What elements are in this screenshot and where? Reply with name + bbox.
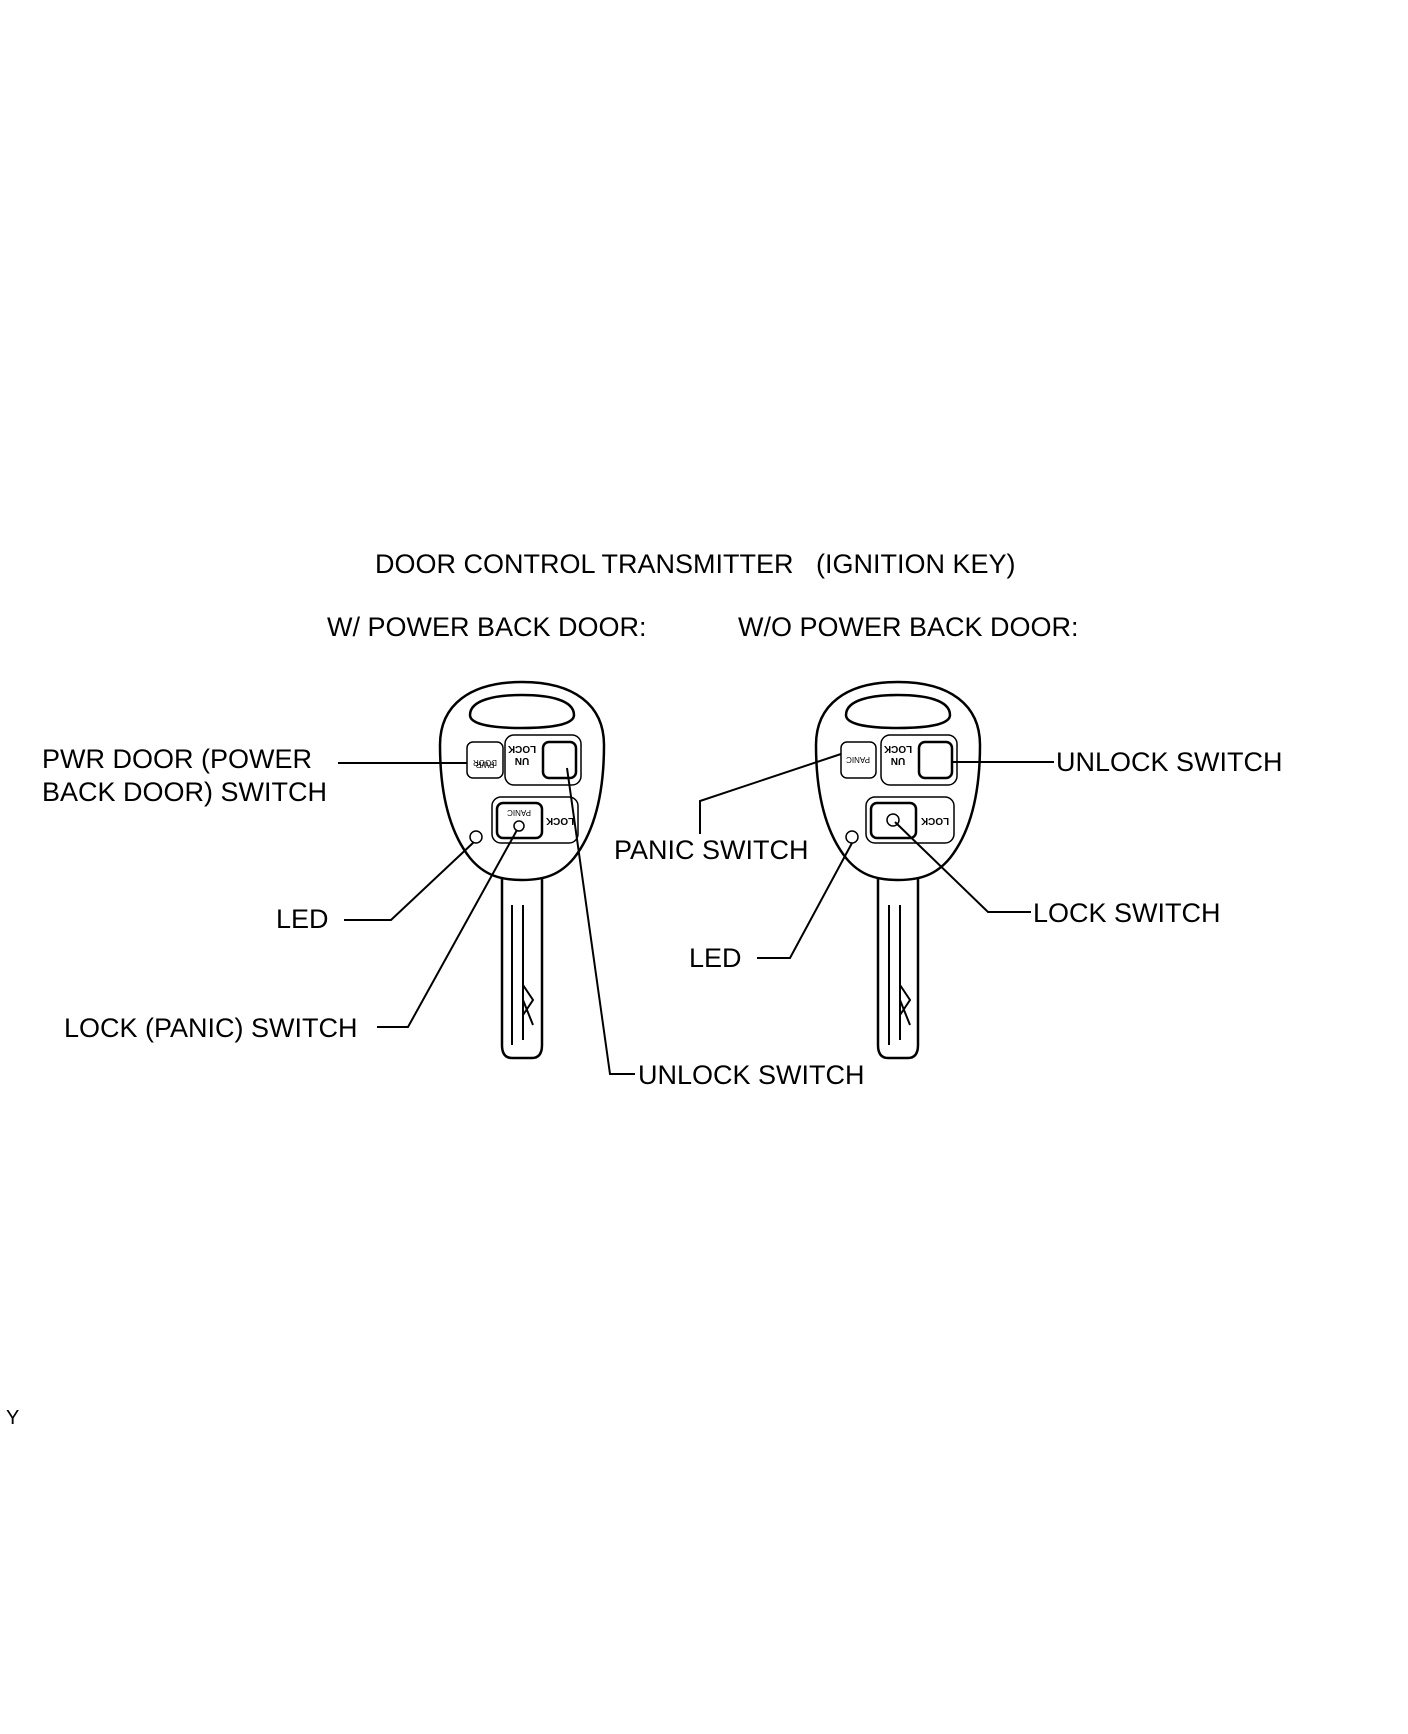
svg-text:LOCK: LOCK xyxy=(883,743,912,754)
label-lock-right: LOCK SWITCH xyxy=(1033,898,1221,928)
lock-panic-switch-button[interactable]: PANIC LOCK xyxy=(491,796,579,844)
label-led-left: LED xyxy=(276,904,329,934)
label-pwr-door-line2: BACK DOOR) SWITCH xyxy=(42,777,327,807)
svg-text:UN: UN xyxy=(515,755,529,766)
corner-mark: Y xyxy=(6,1407,19,1429)
leader-led-right xyxy=(757,842,853,959)
key-without-power-back-door: PANIC LOCK UN LOCK xyxy=(814,680,982,1060)
svg-text:PANIC: PANIC xyxy=(846,755,870,764)
svg-text:LOCK: LOCK xyxy=(920,815,949,826)
leader-led-left xyxy=(344,841,475,921)
panic-switch-button[interactable]: PANIC xyxy=(840,741,877,779)
label-unlock-right: UNLOCK SWITCH xyxy=(1056,747,1283,777)
leader-unlock-left xyxy=(566,767,635,1075)
key-blade-right xyxy=(876,868,920,1060)
svg-text:PANIC: PANIC xyxy=(507,808,531,817)
led-left xyxy=(469,830,483,844)
svg-text:DOOR: DOOR xyxy=(473,758,497,767)
leader-lock-right xyxy=(894,821,1031,913)
left-heading: W/ POWER BACK DOOR: xyxy=(327,612,647,642)
svg-text:PWR: PWR xyxy=(475,760,494,769)
svg-text:LOCK: LOCK xyxy=(545,815,574,826)
pwr-door-switch-button[interactable]: PWR DOOR xyxy=(466,741,504,779)
unlock-switch-button-left[interactable]: LOCK UN xyxy=(504,734,582,786)
right-heading: W/O POWER BACK DOOR: xyxy=(738,612,1079,642)
label-lock-panic: LOCK (PANIC) SWITCH xyxy=(64,1013,358,1043)
svg-text:LOCK: LOCK xyxy=(507,743,536,754)
label-panic: PANIC SWITCH xyxy=(614,835,809,865)
key-ring-slot xyxy=(468,693,576,730)
unlock-switch-button-right[interactable]: LOCK UN xyxy=(880,734,958,786)
led-right xyxy=(845,830,859,844)
label-pwr-door-line1: PWR DOOR (POWER xyxy=(42,744,312,774)
label-unlock-left: UNLOCK SWITCH xyxy=(638,1060,865,1090)
svg-text:UN: UN xyxy=(891,755,905,766)
label-led-right: LED xyxy=(689,943,742,973)
lock-switch-button-right[interactable]: LOCK xyxy=(865,796,955,844)
leader-panic xyxy=(699,753,842,834)
leader-lock-panic xyxy=(377,829,518,1028)
key-with-power-back-door: PWR DOOR LOCK UN PANIC LOCK xyxy=(438,680,606,1060)
diagram-title: DOOR CONTROL TRANSMITTER (IGNITION KEY) xyxy=(375,549,1016,579)
key-ring-slot-right xyxy=(844,693,952,730)
